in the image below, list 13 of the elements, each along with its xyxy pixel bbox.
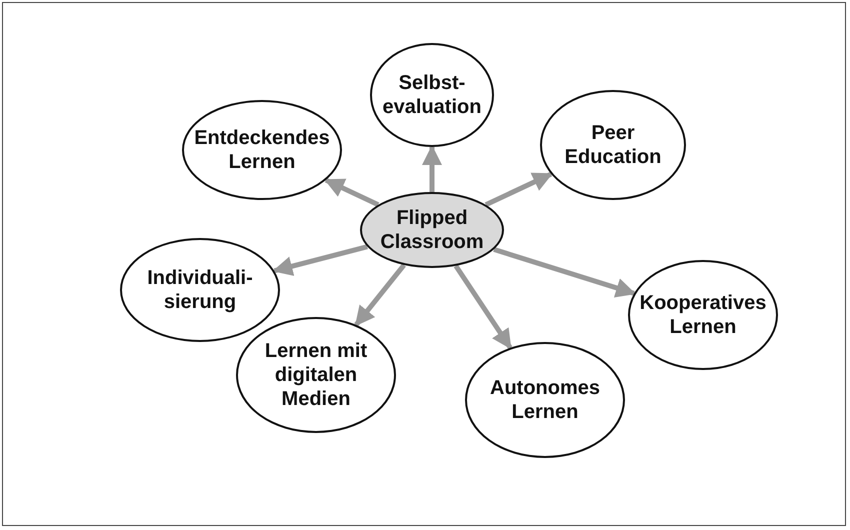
node-label: Autonomes Lernen	[489, 376, 601, 424]
node-label: Entdeckendes Lernen	[193, 126, 331, 174]
arrow	[493, 247, 636, 298]
arrow	[324, 178, 380, 207]
node-label: Kooperatives Lernen	[638, 291, 768, 339]
node-label: Individuali- sierung	[146, 266, 254, 314]
node-label: Peer Education	[564, 121, 662, 169]
node-label: Flipped Classroom	[379, 206, 485, 254]
arrow	[484, 172, 553, 207]
node-label: Selbst- evaluation	[382, 71, 482, 119]
arrow	[354, 263, 406, 326]
node-label: Lernen mit digitalen Medien	[264, 339, 368, 411]
arrow	[422, 145, 442, 192]
